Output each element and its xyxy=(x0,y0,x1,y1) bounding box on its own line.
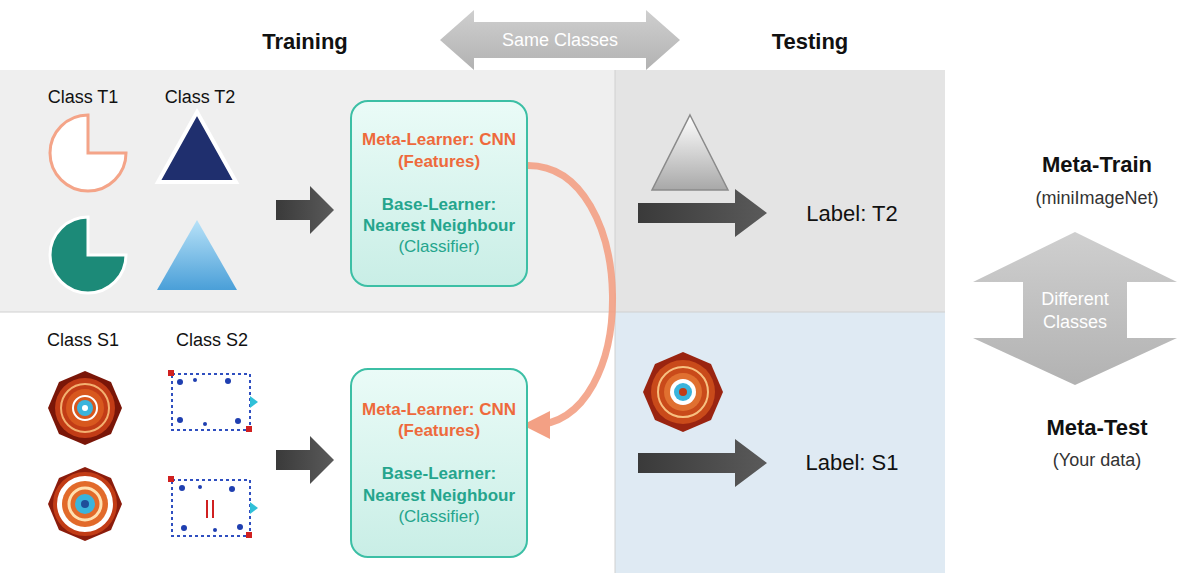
label: Class S1 xyxy=(47,330,119,351)
pacman-filled xyxy=(50,217,126,293)
label: Meta-Test xyxy=(1046,415,1147,441)
node-text: Base-Learner: Nearest Neighbour xyxy=(360,194,518,237)
label: Class S2 xyxy=(176,330,248,351)
label: (miniImageNet) xyxy=(1035,188,1158,209)
node-text: Base-Learner: Nearest Neighbour xyxy=(360,463,518,506)
label: Label: S1 xyxy=(806,450,899,476)
block-arrow xyxy=(638,189,767,237)
label: Label: T2 xyxy=(806,201,897,227)
triangle-grey xyxy=(652,115,728,190)
label: Testing xyxy=(772,29,849,55)
label: Same Classes xyxy=(502,30,618,51)
label: Meta-Train xyxy=(1042,152,1152,178)
node-text: Meta-Learner: CNN (Features) xyxy=(360,399,518,442)
block-arrow xyxy=(276,436,334,484)
block-arrow xyxy=(638,439,767,487)
double-arrow xyxy=(440,10,680,70)
label: Different Classes xyxy=(1025,288,1125,333)
block-arrow xyxy=(276,186,334,234)
node-text: (Classifier) xyxy=(398,236,479,257)
panel-test-bottom xyxy=(615,312,945,573)
node-text: Meta-Learner: CNN (Features) xyxy=(360,129,518,172)
event-display xyxy=(48,371,122,445)
triangle-navy xyxy=(158,112,236,182)
learner-box: Meta-Learner: CNN (Features) Base-Learner… xyxy=(350,368,528,558)
label: (Your data) xyxy=(1053,450,1141,471)
panel-divider xyxy=(0,312,945,313)
label: Class T2 xyxy=(165,87,236,108)
pacman-outline xyxy=(50,115,126,191)
panel-train-top xyxy=(0,70,615,312)
label: Training xyxy=(262,29,348,55)
label: Class T1 xyxy=(48,87,119,108)
double-arrow xyxy=(973,232,1177,385)
event-display xyxy=(643,352,723,432)
panel-test-top xyxy=(615,70,945,312)
transfer-arrow xyxy=(528,165,613,425)
node-text: (Classifier) xyxy=(398,506,479,527)
detector-map xyxy=(168,370,258,432)
triangle-blue xyxy=(157,220,237,290)
learner-box: Meta-Learner: CNN (Features) Base-Learner… xyxy=(350,100,528,287)
event-display xyxy=(48,467,122,541)
detector-map xyxy=(168,476,258,538)
